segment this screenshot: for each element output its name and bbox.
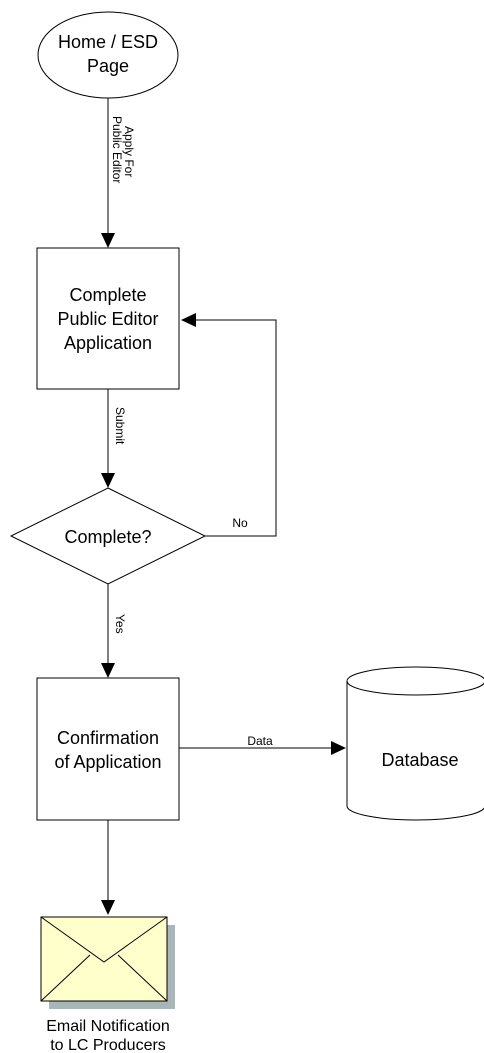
edge-no-line — [194, 319, 277, 537]
confirmation-line1: Confirmation — [57, 728, 159, 748]
arrowhead-icon — [101, 473, 115, 488]
database-label: Database — [381, 750, 458, 770]
confirmation-node: Confirmation of Application — [36, 677, 180, 821]
complete-application-line1: Complete — [69, 285, 146, 305]
email-label-line1: Email Notification — [46, 1018, 170, 1035]
database-body — [346, 681, 484, 821]
envelope-icon — [40, 916, 175, 1009]
arrowhead-icon — [101, 233, 115, 248]
edge-submit: Submit — [101, 389, 127, 488]
database-top — [346, 666, 484, 696]
complete-application-line3: Application — [64, 333, 152, 353]
arrowhead-icon — [331, 741, 346, 755]
arrowhead-icon — [101, 663, 115, 678]
envelope-body — [40, 916, 168, 1002]
edge-email — [101, 820, 115, 915]
envelope-fold-right — [117, 954, 168, 1002]
edge-apply-label-line1: Apply For — [122, 126, 136, 177]
confirmation-box — [36, 677, 180, 821]
email-node: Email Notification to LC Producers — [40, 916, 175, 1053]
edge-no: No — [181, 313, 277, 537]
edge-apply: Apply For Public Editor — [101, 98, 136, 248]
confirmation-line2: of Application — [54, 752, 161, 772]
edge-apply-label-line2: Public Editor — [110, 116, 124, 183]
edge-yes: Yes — [101, 584, 127, 678]
home-label-line2: Page — [87, 56, 129, 76]
edge-data-label: Data — [247, 734, 273, 748]
decision-node: Complete? — [9, 487, 207, 585]
arrowhead-icon — [101, 900, 115, 915]
arrowhead-icon — [181, 313, 196, 327]
complete-application-box — [36, 247, 180, 390]
database-node: Database — [346, 666, 484, 821]
edge-yes-label: Yes — [113, 614, 127, 634]
home-ellipse — [37, 11, 179, 99]
database-cylinder-icon — [346, 666, 484, 821]
edge-no-label: No — [232, 516, 248, 530]
complete-application-line2: Public Editor — [57, 309, 158, 329]
edge-submit-label: Submit — [113, 407, 127, 445]
home-label-line1: Home / ESD — [58, 32, 158, 52]
home-esd-page-node: Home / ESD Page — [37, 11, 179, 99]
envelope-flap — [40, 916, 168, 963]
edge-data: Data — [179, 734, 346, 755]
complete-application-node: Complete Public Editor Application — [36, 247, 180, 390]
envelope-fold-left — [40, 954, 91, 1002]
email-label-line2: to LC Producers — [50, 1037, 166, 1053]
decision-label: Complete? — [64, 527, 151, 547]
